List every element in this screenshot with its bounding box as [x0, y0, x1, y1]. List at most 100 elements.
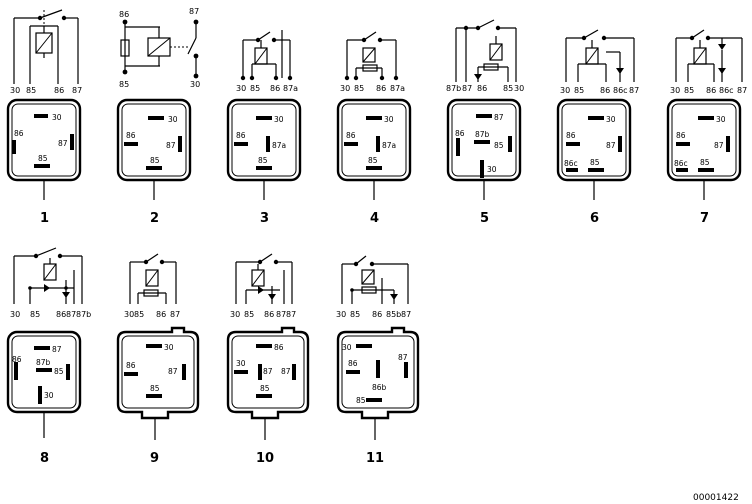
- relay-10-schematic: [235, 253, 293, 304]
- relay-7-contact-label: 87: [714, 141, 724, 150]
- relay-7-contact-label: 30: [716, 115, 726, 124]
- relay-5-pin-label: 85: [503, 84, 513, 93]
- relay-11-pin-label: 87: [401, 310, 411, 319]
- relay-8-pin-label: 30: [10, 310, 20, 319]
- relay-3-pin-label: 87a: [283, 84, 298, 93]
- relay-9-pin-label: 30: [124, 310, 134, 319]
- relay-1-contact-label: 30: [52, 113, 62, 122]
- relay-1-contact-label: 85: [38, 154, 48, 163]
- relay-1-contact-label: 87: [58, 139, 68, 148]
- relay-11-contact-label: 30: [342, 343, 352, 352]
- relay-6-pin-label: 86c: [613, 86, 628, 95]
- relay-4-pin-label: 30: [340, 84, 350, 93]
- relay-5-pin-label: 86: [477, 84, 487, 93]
- relay-10-pin-label: 86: [264, 310, 274, 319]
- relay-1-socket: [6, 98, 82, 200]
- relay-9-contact-label: 86: [126, 361, 136, 370]
- relay-5-contact-label: 85: [494, 141, 504, 150]
- relay-5-pin-label: 87b: [446, 84, 461, 93]
- relay-11-schematic: [341, 255, 409, 304]
- relay-3-contact-label: 87a: [272, 141, 286, 150]
- relay-6-contact-label: 86: [566, 131, 576, 140]
- relay-7-pin-label: 30: [670, 86, 680, 95]
- relay-1-number: 1: [40, 211, 49, 226]
- relay-7-contact-label: 85: [700, 158, 710, 167]
- relay-3-pin-label: 85: [250, 84, 260, 93]
- relay-5: 87b 87 86 85 30 87 86 87b 85 30 5: [446, 19, 524, 226]
- relay-5-contact-label: 87b: [475, 130, 490, 139]
- relay-2-pin-label: 85: [119, 80, 129, 89]
- relay-8-number: 8: [40, 451, 49, 466]
- relay-8-pin-label: 85: [30, 310, 40, 319]
- relay-10-contact-label: 86: [274, 343, 284, 352]
- relay-1-pin-label: 87: [72, 86, 82, 95]
- relay-2-number: 2: [150, 211, 159, 226]
- relay-8-contact-label: 86: [12, 355, 22, 364]
- relay-4-pin-label: 87a: [390, 84, 405, 93]
- relay-8-socket: [6, 330, 82, 438]
- relay-7-schematic: [675, 29, 743, 82]
- relay-6-contact-label: 85: [590, 158, 600, 167]
- relay-4-pin-label: 85: [354, 84, 364, 93]
- relay-1-pin-label: 30: [10, 86, 20, 95]
- relay-7-number: 7: [700, 211, 709, 226]
- drawing-number: 00001422: [693, 493, 739, 503]
- relay-5-contact-label: 30: [487, 165, 497, 174]
- relay-7-contact-label: 86: [676, 131, 686, 140]
- relay-5-pin-label: 30: [514, 84, 524, 93]
- relay-2: 86 87 85 30 30 86 87 85 2: [116, 7, 200, 226]
- relay-11-pin-label: 85: [350, 310, 360, 319]
- relay-6: 30 85 86 86c 87 30 86 87 86c 85 6: [556, 29, 639, 226]
- relay-3-pin-label: 86: [270, 84, 280, 93]
- relay-2-socket: [116, 98, 192, 200]
- relay-6-pin-label: 30: [560, 86, 570, 95]
- relay-3: 30 85 86 87a 30 86 87a 85 3: [226, 30, 302, 226]
- relay-8-contact-label: 87: [52, 345, 62, 354]
- relay-7-pin-label: 85: [684, 86, 694, 95]
- relay-2-schematic: [120, 19, 199, 79]
- relay-4-number: 4: [370, 211, 379, 226]
- relay-8-pin-label: 87: [66, 310, 76, 319]
- relay-7: 30 85 86 86c 87 30 86 87 86c 85 7: [666, 29, 747, 226]
- relay-11-contact-label: 86: [348, 359, 358, 368]
- relay-10-contact-label: 85: [260, 384, 270, 393]
- relay-3-socket: [226, 98, 302, 200]
- relay-8-pin-label: 87b: [76, 310, 91, 319]
- relay-4-socket: [336, 98, 412, 200]
- relay-4-contact-label: 30: [384, 115, 394, 124]
- relay-5-contact-label: 87: [494, 113, 504, 122]
- relay-1-pin-label: 85: [26, 86, 36, 95]
- relay-5-number: 5: [480, 211, 489, 226]
- relay-10-pin-label: 85: [244, 310, 254, 319]
- relay-11-contact-label: 86b: [372, 383, 387, 392]
- relay-7-socket: [666, 98, 742, 200]
- relay-11-pin-label: 30: [336, 310, 346, 319]
- relay-3-contact-label: 30: [274, 115, 284, 124]
- relay-1-contact-label: 86: [14, 129, 24, 138]
- relay-3-contact-label: 86: [236, 131, 246, 140]
- relay-7-pin-label: 86c: [719, 86, 734, 95]
- relay-6-contact-label: 86c: [564, 159, 578, 168]
- relay-4-contact-label: 86: [346, 131, 356, 140]
- relay-1: 30 85 86 87 30 86 87 85 1: [6, 9, 82, 226]
- relay-8-contact-label: 30: [44, 391, 54, 400]
- relay-6-pin-label: 86: [600, 86, 610, 95]
- relay-8-schematic: [13, 247, 83, 304]
- relay-6-pin-label: 87: [629, 86, 639, 95]
- relay-3-contact-label: 85: [258, 156, 268, 165]
- relay-6-contact-label: 30: [606, 115, 616, 124]
- relay-10-contact-label: 87: [281, 367, 291, 376]
- relay-10-pin-label: 30: [230, 310, 240, 319]
- relay-10-pin-label: 87: [276, 310, 286, 319]
- relay-6-pin-label: 85: [574, 86, 584, 95]
- relay-3-pin-label: 30: [236, 84, 246, 93]
- relay-4-pin-label: 86: [376, 84, 386, 93]
- relay-9-pin-label: 86: [156, 310, 166, 319]
- relay-8-contact-label: 85: [54, 367, 64, 376]
- relay-11-pin-label: 86: [372, 310, 382, 319]
- relay-6-schematic: [565, 29, 635, 82]
- relay-5-pin-label: 87: [462, 84, 472, 93]
- relay-2-contact-label: 87: [166, 141, 176, 150]
- relay-4: 30 85 86 87a 30 86 87a 85 4: [336, 31, 412, 226]
